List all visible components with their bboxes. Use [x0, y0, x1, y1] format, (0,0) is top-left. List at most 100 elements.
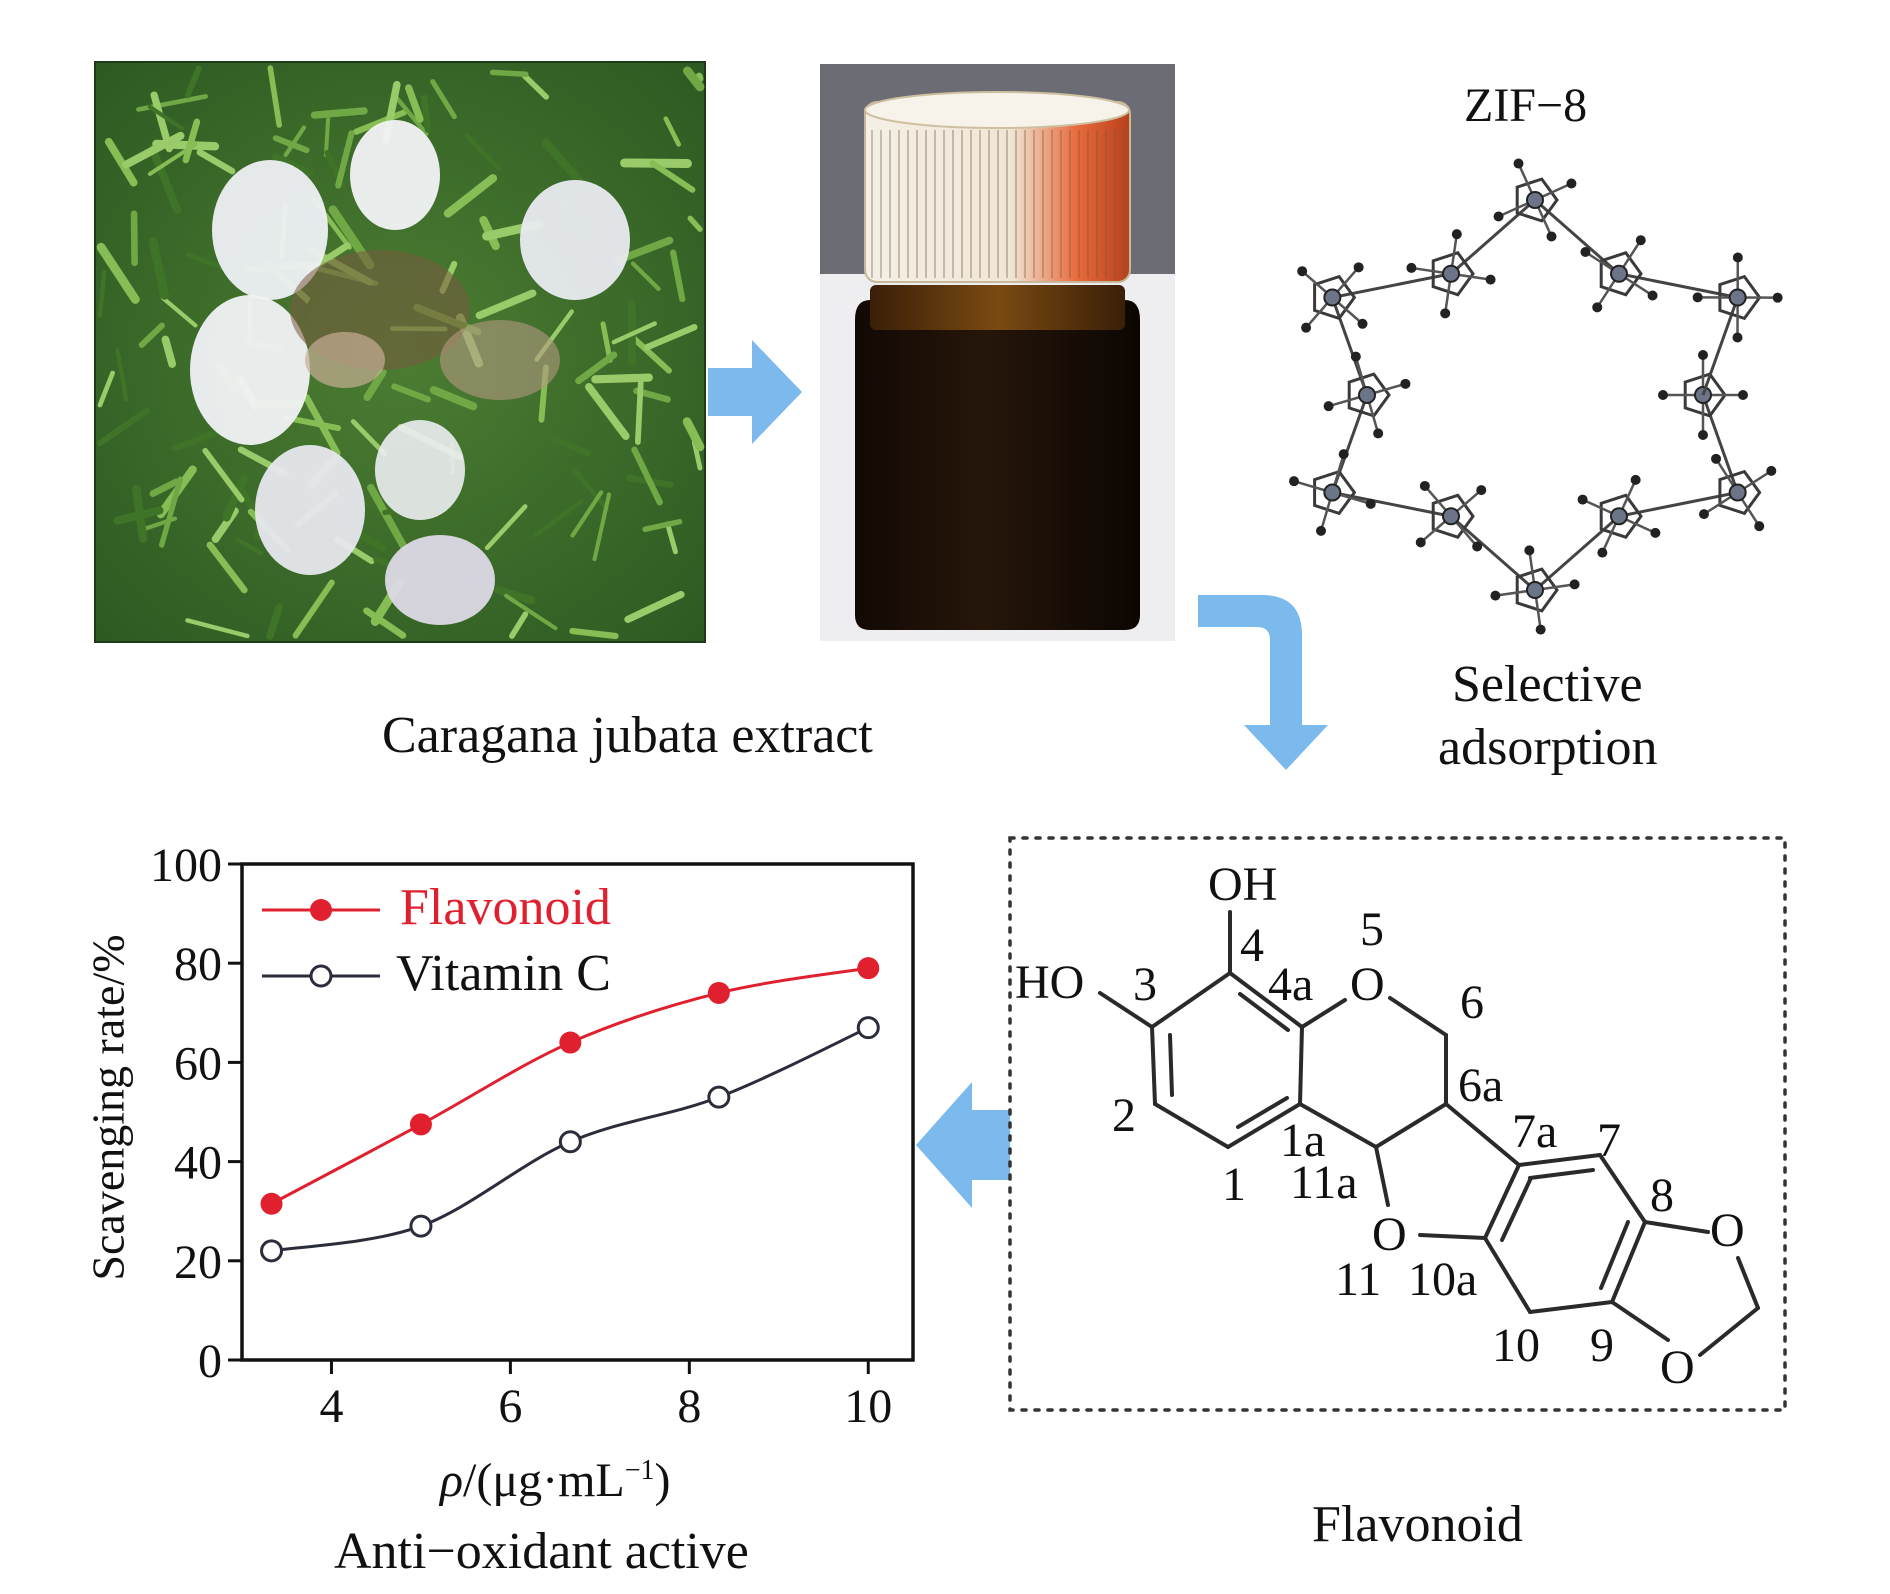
zif-atom: [1577, 494, 1588, 505]
zif-zinc-node: [1323, 288, 1342, 307]
zif-atom: [1451, 229, 1462, 240]
leaf-stroke: [115, 348, 129, 402]
y-tick-label: 0: [198, 1335, 222, 1388]
data-point-vitamin-c: [558, 1130, 582, 1154]
leaf-stroke: [494, 586, 536, 605]
y-tick-label: 60: [174, 1037, 222, 1090]
atom-label-10a: 10a: [1408, 1253, 1478, 1306]
leaf-stroke: [504, 593, 558, 631]
x-tick-label: 4: [319, 1380, 343, 1433]
atom-ho-left: HO: [1015, 956, 1085, 1009]
leaf-stroke: [670, 249, 686, 303]
zif-imidazole-ring: [1431, 251, 1475, 297]
leaf-stroke: [267, 65, 283, 128]
leaf-stroke: [630, 261, 661, 292]
series-line-0: [270, 966, 869, 1206]
leaf-stroke: [600, 321, 613, 363]
zif-atom: [1658, 390, 1668, 400]
extract-jar-photo: [820, 64, 1175, 641]
zif-atom: [1419, 480, 1430, 491]
zif-atom: [1546, 231, 1557, 242]
leaf-stroke: [363, 607, 407, 639]
cap-ridges: [871, 130, 1125, 278]
leaf-stroke: [283, 125, 307, 158]
data-point-vitamin-c: [260, 1239, 284, 1263]
arrow-right: [708, 340, 802, 444]
atom-label-11a: 11a: [1290, 1156, 1358, 1209]
data-point-vitamin-c: [707, 1085, 731, 1109]
zif-zinc-node: [1526, 191, 1544, 209]
leaf-stroke: [97, 370, 115, 408]
leaf-stroke: [591, 373, 653, 384]
zif-atom: [1353, 262, 1364, 273]
legend: [262, 899, 380, 988]
data-point-vitamin-c: [856, 1016, 880, 1040]
zif-zinc-node: [1442, 264, 1460, 283]
zif-atom: [1485, 274, 1496, 285]
atom-label-4a: 4a: [1268, 958, 1314, 1011]
molecule-box: [1008, 836, 1787, 1412]
leaf-stroke: [475, 289, 537, 320]
leaf-stroke: [113, 506, 164, 525]
leaf-stroke: [196, 149, 236, 175]
atom-label-5: 5: [1360, 903, 1384, 956]
arrow-left: [916, 1082, 1010, 1208]
leaf-stroke: [429, 386, 478, 411]
data-point-flavonoid: [409, 1113, 432, 1136]
data-point-flavonoid: [707, 981, 730, 1004]
atom-label-10: 10: [1492, 1319, 1540, 1372]
zif-imidazole-ring: [1313, 469, 1357, 516]
zif-atom: [1297, 266, 1308, 277]
data-point-flavonoid: [260, 1192, 283, 1215]
leaf-stroke: [627, 332, 672, 374]
leaf-stroke: [147, 104, 185, 131]
zif-atom: [1592, 302, 1603, 313]
plant-photo: [94, 61, 706, 643]
zif-atom: [1524, 545, 1535, 556]
zif-bond: [1701, 394, 1740, 494]
zif-atom: [1490, 590, 1501, 601]
leaf-stroke: [202, 447, 245, 503]
data-point-flavonoid: [857, 957, 880, 980]
legend-marker-vitamin-c: [309, 964, 333, 988]
zif-atom: [1406, 262, 1417, 273]
zif-imidazole-ring: [1431, 493, 1475, 539]
atom-label-o-right-top: O: [1710, 1204, 1745, 1257]
atom-label-4: 4: [1240, 919, 1264, 972]
zif-atom: [1535, 624, 1546, 635]
leaf-stroke: [631, 446, 663, 506]
extract-label: Caragana jubata extract: [382, 707, 873, 764]
leaf-stroke: [484, 504, 528, 551]
arrow-curved-down: [1198, 595, 1328, 770]
leaf-stroke: [148, 144, 182, 214]
atom-label-6a: 6a: [1458, 1059, 1504, 1112]
leaf-stroke: [158, 476, 184, 548]
leaf-stroke: [335, 130, 355, 189]
leaf-stroke: [122, 131, 185, 169]
zif-zinc-node: [1323, 483, 1342, 502]
leaf-stroke: [624, 590, 685, 623]
zif-atom: [1301, 322, 1312, 333]
leaf-stroke: [541, 138, 590, 192]
zif-atom: [1338, 449, 1349, 460]
zif-atom: [1440, 308, 1451, 319]
zif-atom: [1635, 235, 1646, 246]
x-tick-label: 10: [844, 1380, 892, 1433]
zif8-structure: [1288, 158, 1783, 635]
leaf-stroke: [687, 215, 703, 232]
data-point-vitamin-c: [409, 1214, 433, 1238]
leaf-stroke: [682, 66, 705, 92]
zif-imidazole-ring: [1515, 567, 1559, 613]
atom-label-9: 9: [1590, 1319, 1614, 1372]
leaf-stroke: [363, 368, 387, 401]
zif-imidazole-ring: [1347, 372, 1391, 418]
zif-zinc-node: [1358, 386, 1376, 404]
zif-atom: [1476, 485, 1487, 496]
leaf-stroke: [184, 65, 202, 99]
zif-atom: [1766, 465, 1777, 476]
zif-atom: [1711, 453, 1722, 464]
zif-atom: [1365, 498, 1376, 509]
